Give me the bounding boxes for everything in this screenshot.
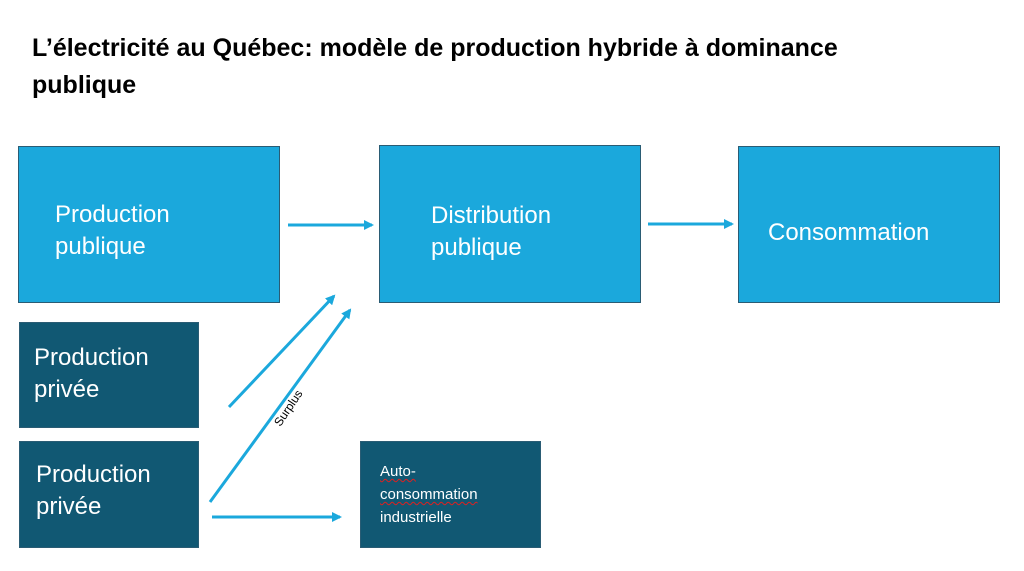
node-production-publique: Production publique (18, 146, 280, 303)
node-autoconsommation-industrielle: Auto- consommation industrielle (360, 441, 541, 548)
node-autoconsommation-line1: Auto- (380, 463, 416, 480)
node-production-privee-2-line2: privée (36, 492, 102, 520)
node-production-privee-1-line1: Production (34, 344, 149, 371)
node-production-publique-label: Production publique (55, 199, 170, 263)
node-production-privee-2-line1: Production (36, 461, 151, 488)
node-distribution-publique: Distribution publique (379, 145, 641, 303)
node-production-publique-line2: publique (55, 232, 146, 260)
node-distribution-publique-line2: publique (431, 233, 522, 261)
node-autoconsommation-line3: industrielle (380, 509, 452, 526)
node-autoconsommation-label: Auto- consommation industrielle (380, 460, 478, 529)
node-consommation: Consommation (738, 146, 1000, 303)
arrow-production-privee-2-surplus-to-distribution (208, 308, 352, 503)
node-distribution-publique-line1: Distribution (431, 202, 552, 229)
node-production-privee-1: Production privée (19, 322, 199, 428)
arrow-production-privee-1-to-distribution (227, 294, 336, 409)
node-consommation-label: Consommation (768, 219, 930, 246)
node-production-privee-1-label: Production privée (34, 342, 149, 406)
node-production-privee-2: Production privée (19, 441, 199, 548)
node-distribution-publique-label: Distribution publique (431, 200, 551, 264)
node-production-privee-2-label: Production privée (36, 459, 151, 523)
node-production-privee-1-line2: privée (34, 375, 100, 403)
node-production-publique-line1: Production (55, 201, 170, 228)
page-title: L’électricité au Québec: modèle de produ… (32, 34, 838, 99)
node-autoconsommation-line2: consommation (380, 486, 478, 503)
